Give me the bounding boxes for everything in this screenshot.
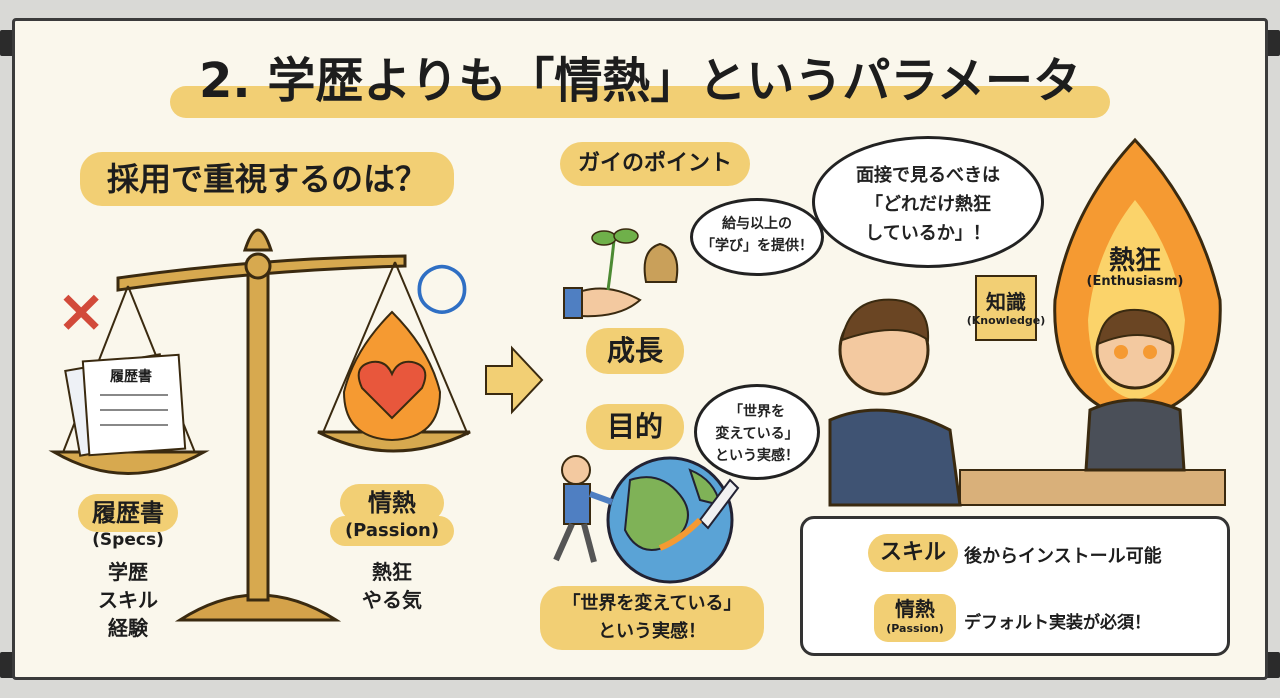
world-thought-bubble: 「世界を 変えている」 という実感！ (694, 384, 820, 480)
page-title: 2. 学歴よりも「情熱」というパラメータ (199, 53, 1081, 109)
speech-line: 「どれだけ熱狂 (865, 194, 991, 215)
bubble-line: 変えている」 (715, 426, 799, 442)
question-pill: 採用で重視するのは？ (80, 152, 454, 206)
passion-legend-label: 情熱 (895, 597, 935, 621)
knowledge-label: 知識 (986, 290, 1026, 314)
caption-line: という実感！ (598, 621, 706, 642)
caption-line: 「世界を変えている」 (562, 593, 742, 614)
bubble-line: 「世界を (729, 404, 785, 420)
specs-sub: (Specs) (92, 530, 164, 550)
bubble-line: 給与以上の (722, 216, 792, 232)
passion-sub-pill: (Passion) (330, 516, 454, 546)
interviewer-speech-bubble: 面接で見るべきは 「どれだけ熱狂 しているか」！ (812, 136, 1044, 268)
resume-doc-label: 履歴書 (110, 369, 152, 385)
passion-legend-pill: 情熱 (Passion) (874, 594, 956, 642)
o-mark: ○ (414, 248, 470, 322)
skill-text: 後からインストール可能 (964, 546, 1162, 567)
enthusiasm-en-label: (Enthusiasm) (1086, 274, 1184, 289)
guy-point-pill: ガイのポイント (560, 142, 750, 186)
speech-line: しているか」！ (865, 223, 991, 244)
specs-item: スキル (98, 588, 158, 612)
bubble-line: 「学び」を提供！ (701, 238, 813, 254)
legend-box (800, 516, 1230, 656)
knowledge-en-label: (Knowledge) (966, 314, 1046, 327)
passion-legend-text: デフォルト実装が必須！ (964, 613, 1151, 633)
x-mark: × (56, 276, 107, 346)
skill-pill: スキル (868, 534, 958, 572)
salary-thought-bubble: 給与以上の 「学び」を提供！ (690, 198, 824, 276)
purpose-pill: 目的 (586, 404, 684, 450)
passion-item: やる気 (362, 588, 422, 612)
specs-item: 経験 (108, 616, 148, 640)
passion-legend-en: (Passion) (886, 622, 944, 635)
speech-line: 面接で見るべきは (856, 165, 1000, 186)
bubble-line: という実感！ (715, 448, 799, 464)
passion-title-pill: 情熱 (340, 484, 444, 522)
world-caption-pill: 「世界を変えている」 という実感！ (540, 586, 764, 650)
enthusiasm-label: 熱狂 (1108, 246, 1161, 276)
growth-pill: 成長 (586, 328, 684, 374)
title-highlight (170, 86, 1110, 118)
specs-title-pill: 履歴書 (78, 494, 178, 532)
passion-item: 熱狂 (372, 560, 412, 584)
specs-item: 学歴 (108, 560, 148, 584)
